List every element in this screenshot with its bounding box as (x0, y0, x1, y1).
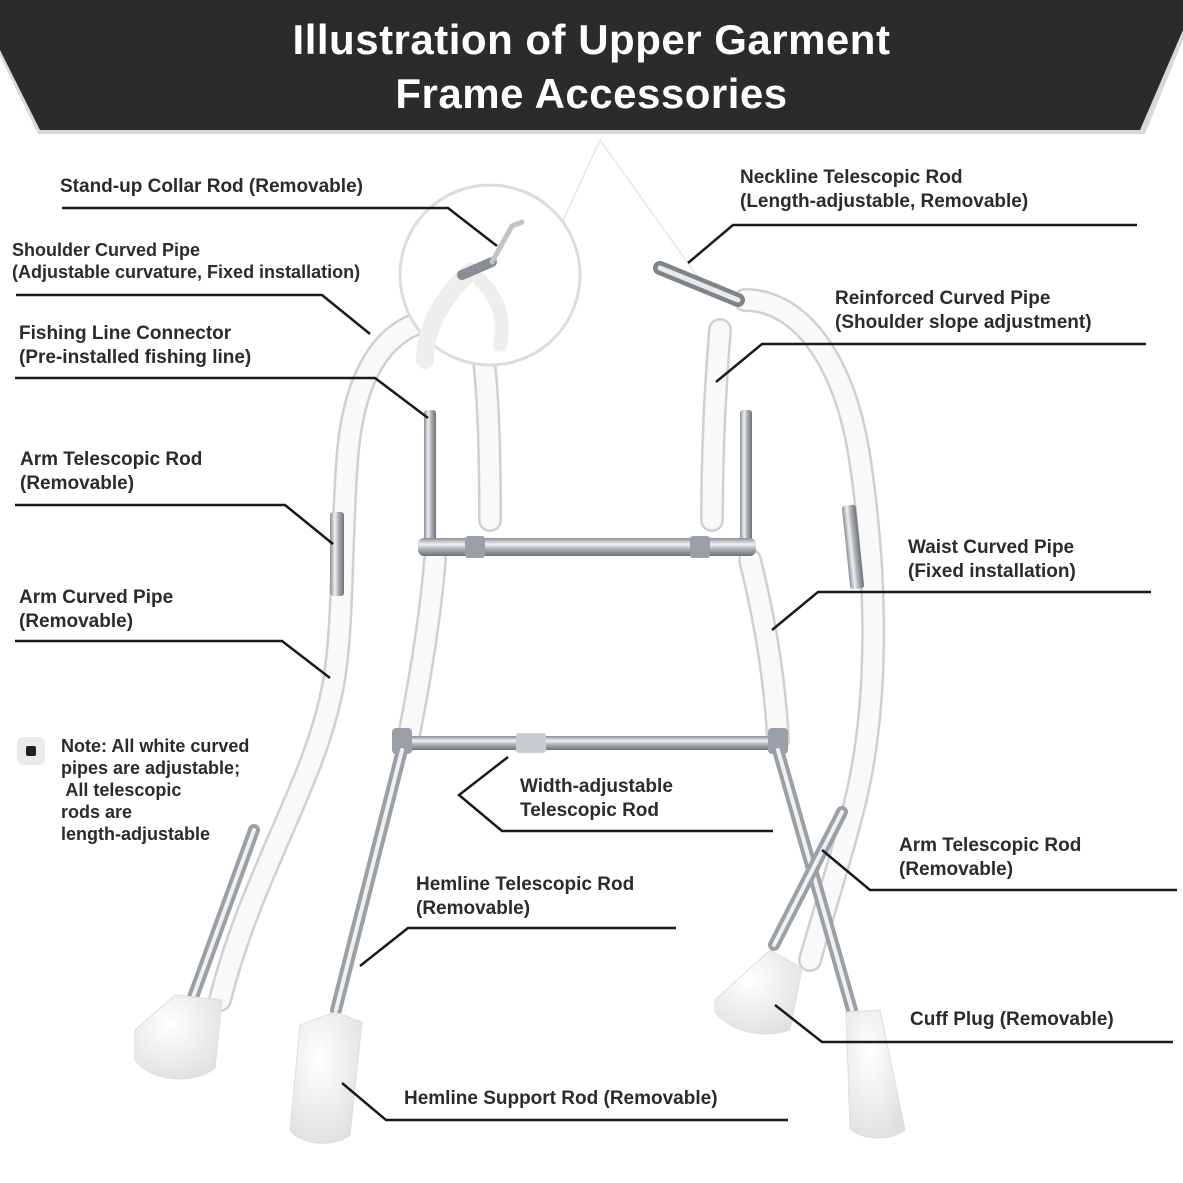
leader-hemline-support (341, 1082, 788, 1122)
label-hemline-telescopic-rod: Hemline Telescopic Rod (Removable) (416, 873, 634, 921)
leader-hemline-tele (359, 926, 676, 967)
label-width-adj-note: Telescopic Rod (520, 800, 660, 821)
label-waist-name: Waist Curved Pipe (908, 537, 1075, 558)
label-neckline-note: (Length-adjustable, Removable) (740, 191, 1029, 212)
chrome-rods (186, 261, 865, 1016)
note-bullet-icon (17, 737, 45, 765)
label-cuff-plug: Cuff Plug (Removable) (910, 1009, 1114, 1030)
label-hemline-tele-note: (Removable) (416, 898, 531, 919)
leader-shoulder-pipe (16, 293, 371, 335)
label-arm-tele-left-note: (Removable) (20, 473, 135, 494)
note-text: Note: All white curved pipes are adjusta… (61, 735, 249, 845)
note-line-5: length-adjustable (61, 824, 211, 844)
leader-cuff-plug (774, 1004, 1173, 1044)
cuff-plugs (134, 949, 906, 1144)
label-waist-note: (Fixed installation) (908, 561, 1076, 582)
leader-reinforced (715, 342, 1146, 383)
note-line-2: pipes are adjustable; (61, 758, 241, 778)
label-arm-tele-right-note: (Removable) (899, 859, 1014, 880)
label-width-adjustable-rod: Width-adjustable Telescopic Rod (520, 775, 673, 823)
leader-width-adj (457, 756, 773, 833)
label-neckline-telescopic-rod: Neckline Telescopic Rod (Length-adjustab… (740, 166, 1028, 214)
leader-lines (15, 206, 1177, 1122)
label-shoulder-pipe-name: Shoulder Curved Pipe (12, 240, 201, 260)
label-waist-curved-pipe: Waist Curved Pipe (Fixed installation) (908, 536, 1076, 584)
label-arm-curved-pipe: Arm Curved Pipe (Removable) (19, 586, 173, 634)
label-fishing-line-connector: Fishing Line Connector (Pre-installed fi… (19, 322, 251, 370)
leader-stand-up-collar (62, 206, 498, 247)
leader-fishing-line (15, 376, 429, 419)
label-neckline-name: Neckline Telescopic Rod (740, 167, 963, 188)
label-width-adj-name: Width-adjustable (520, 776, 673, 797)
label-arm-curved-name: Arm Curved Pipe (19, 587, 174, 608)
label-reinforced-note: (Shoulder slope adjustment) (835, 312, 1092, 333)
label-arm-curved-note: (Removable) (19, 611, 134, 632)
note-line-4: rods are (61, 802, 133, 822)
page-title-line1: Illustration of Upper Garment (292, 16, 891, 63)
header-background (0, 0, 1183, 130)
leader-arm-curved (15, 639, 331, 679)
label-arm-telescopic-rod-left: Arm Telescopic Rod (Removable) (20, 448, 202, 496)
note-line-1: Note: All white curved (61, 736, 250, 756)
label-reinforced-curved-pipe: Reinforced Curved Pipe (Shoulder slope a… (835, 287, 1092, 335)
label-arm-telescopic-rod-right: Arm Telescopic Rod (Removable) (899, 834, 1081, 882)
collar-magnifier (398, 183, 582, 369)
label-arm-tele-left-name: Arm Telescopic Rod (20, 449, 203, 470)
label-hemline-support-rod: Hemline Support Rod (Removable) (404, 1088, 718, 1109)
label-hemline-tele-name: Hemline Telescopic Rod (416, 874, 635, 895)
label-reinforced-name: Reinforced Curved Pipe (835, 288, 1051, 309)
leader-neckline (687, 223, 1137, 264)
label-stand-up-collar-rod: Stand-up Collar Rod (Removable) (60, 176, 363, 197)
leader-arm-tele-left (15, 503, 334, 545)
label-shoulder-curved-pipe: Shoulder Curved Pipe (Adjustable curvatu… (12, 239, 360, 283)
leader-arm-tele-right (821, 849, 1177, 892)
leader-waist (771, 590, 1151, 631)
header-banner (0, 0, 1183, 134)
label-fishing-line-name: Fishing Line Connector (19, 323, 232, 344)
label-shoulder-pipe-note: (Adjustable curvature, Fixed installatio… (12, 262, 361, 282)
note-line-3: All telescopic (61, 780, 182, 800)
label-fishing-line-note: (Pre-installed fishing line) (19, 347, 252, 368)
label-arm-tele-right-name: Arm Telescopic Rod (899, 835, 1082, 856)
page-title-line2: Frame Accessories (395, 70, 788, 117)
